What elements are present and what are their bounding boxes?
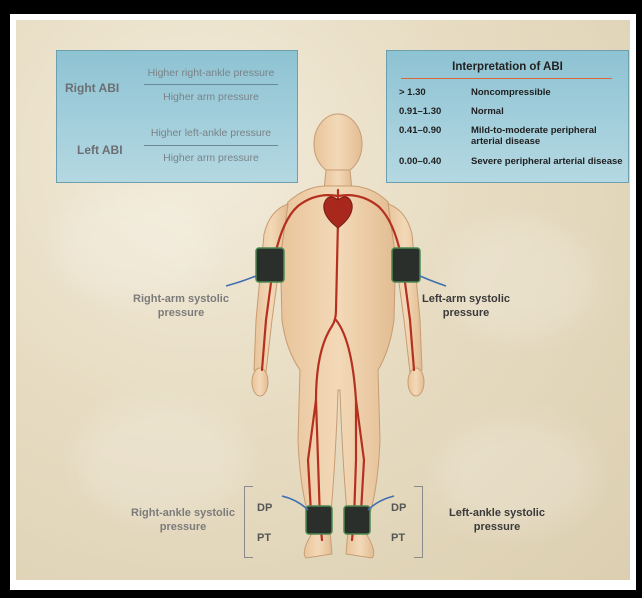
left-abi-fraction-line <box>144 145 278 146</box>
left-dp-label: DP <box>391 502 406 514</box>
right-dp-label: DP <box>257 502 272 514</box>
right-ankle-cuff <box>306 506 332 534</box>
right-ankle-bracket <box>244 486 253 558</box>
left-ankle-cuff <box>344 506 370 534</box>
right-arm-label: Right-arm systolic pressure <box>126 292 236 320</box>
right-ankle-label: Right-ankle systolic pressure <box>128 506 238 534</box>
right-pt-label: PT <box>257 532 271 544</box>
abi-interpretation: Normal <box>471 106 626 117</box>
abi-range: 0.41–0.90 <box>399 125 441 136</box>
left-abi-label: Left ABI <box>77 143 123 157</box>
right-abi-fraction-line <box>144 84 278 85</box>
left-abi-denominator: Higher arm pressure <box>141 152 281 164</box>
abi-range: 0.91–1.30 <box>399 106 441 117</box>
abi-formula-box: Right ABI Higher right-ankle pressure Hi… <box>56 50 298 183</box>
interpretation-title-rule <box>401 78 612 79</box>
left-ankle-label: Left-ankle systolic pressure <box>442 506 552 534</box>
right-abi-numerator: Higher right-ankle pressure <box>141 67 281 79</box>
abi-interpretation: Mild-to-moderate peripheral arterial dis… <box>471 125 626 147</box>
left-ankle-bracket <box>414 486 423 558</box>
left-abi-numerator: Higher left-ankle pressure <box>141 127 281 139</box>
right-abi-denominator: Higher arm pressure <box>141 91 281 103</box>
left-pt-label: PT <box>391 532 405 544</box>
left-arm-label: Left-arm systolic pressure <box>406 292 526 320</box>
abi-interpretation: Noncompressible <box>471 87 626 98</box>
abi-interpretation: Severe peripheral arterial disease <box>471 156 626 167</box>
left-arm-cuff <box>392 248 420 282</box>
abi-range: > 1.30 <box>399 87 426 98</box>
diagram-panel: Right ABI Higher right-ankle pressure Hi… <box>16 20 630 580</box>
right-abi-label: Right ABI <box>65 81 119 95</box>
interpretation-title: Interpretation of ABI <box>387 61 628 73</box>
abi-range: 0.00–0.40 <box>399 156 441 167</box>
interpretation-box: Interpretation of ABI > 1.30 Noncompress… <box>386 50 629 183</box>
right-arm-cuff <box>256 248 284 282</box>
